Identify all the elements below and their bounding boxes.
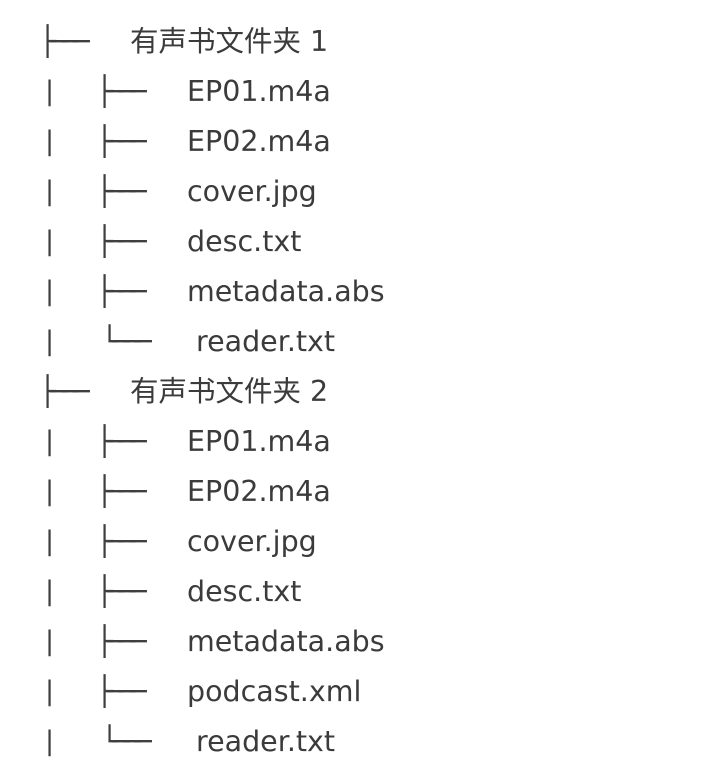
- file-row: | ├─── desc.txt: [0, 567, 722, 617]
- file-name: metadata.abs: [187, 275, 385, 308]
- tree-guide-line: |: [45, 126, 55, 157]
- file-name: EP01.m4a: [187, 425, 331, 458]
- tree-guide-line: |: [45, 326, 55, 357]
- branch-connector: ├───: [96, 425, 147, 458]
- tree-guide-line: |: [45, 76, 55, 107]
- file-name: cover.jpg: [187, 525, 317, 558]
- branch-connector: ├───: [96, 75, 147, 108]
- file-row: | └─── reader.txt: [0, 317, 722, 367]
- file-name: EP02.m4a: [187, 475, 331, 508]
- folder-row: ├─── 有声书文件夹 2: [0, 367, 722, 417]
- file-row: | ├─── metadata.abs: [0, 267, 722, 317]
- branch-connector: ├───: [96, 225, 147, 258]
- tree-guide-line: |: [45, 426, 55, 457]
- file-row: | ├─── cover.jpg: [0, 167, 722, 217]
- file-name: podcast.xml: [187, 675, 362, 708]
- tree-guide-line: |: [45, 626, 55, 657]
- file-name: cover.jpg: [187, 175, 317, 208]
- tree-guide-line: |: [45, 526, 55, 557]
- branch-connector: ├───: [96, 625, 147, 658]
- file-name: reader.txt: [196, 325, 336, 358]
- file-name: EP02.m4a: [187, 125, 331, 158]
- tree-guide-line: |: [45, 276, 55, 307]
- file-row: | ├─── EP01.m4a: [0, 67, 722, 117]
- branch-connector: ├───: [96, 675, 147, 708]
- branch-connector: ├───: [96, 275, 147, 308]
- folder-name: 有声书文件夹 1: [130, 25, 329, 58]
- file-name: desc.txt: [187, 225, 302, 258]
- branch-connector: ├───: [96, 475, 147, 508]
- last-branch-connector: └───: [101, 325, 152, 358]
- branch-connector: ├───: [96, 175, 147, 208]
- file-tree: ├─── 有声书文件夹 1 | ├─── EP01.m4a | ├─── EP0…: [0, 17, 722, 767]
- file-row: | ├─── EP02.m4a: [0, 467, 722, 517]
- file-row: | ├─── metadata.abs: [0, 617, 722, 667]
- folder-name: 有声书文件夹 2: [130, 375, 329, 408]
- tree-guide-line: |: [45, 226, 55, 257]
- tree-guide-line: |: [45, 726, 55, 757]
- branch-connector: ├───: [39, 375, 90, 408]
- last-branch-connector: └───: [101, 725, 152, 758]
- branch-connector: ├───: [39, 25, 90, 58]
- tree-guide-line: |: [45, 476, 55, 507]
- file-name: reader.txt: [196, 725, 336, 758]
- file-name: EP01.m4a: [187, 75, 331, 108]
- file-row: | └─── reader.txt: [0, 717, 722, 767]
- tree-guide-line: |: [45, 676, 55, 707]
- tree-guide-line: |: [45, 576, 55, 607]
- file-name: desc.txt: [187, 575, 302, 608]
- branch-connector: ├───: [96, 525, 147, 558]
- file-row: | ├─── cover.jpg: [0, 517, 722, 567]
- branch-connector: ├───: [96, 125, 147, 158]
- folder-row: ├─── 有声书文件夹 1: [0, 17, 722, 67]
- file-name: metadata.abs: [187, 625, 385, 658]
- branch-connector: ├───: [96, 575, 147, 608]
- file-row: | ├─── EP01.m4a: [0, 417, 722, 467]
- file-row: | ├─── podcast.xml: [0, 667, 722, 717]
- tree-guide-line: |: [45, 176, 55, 207]
- file-row: | ├─── desc.txt: [0, 217, 722, 267]
- file-row: | ├─── EP02.m4a: [0, 117, 722, 167]
